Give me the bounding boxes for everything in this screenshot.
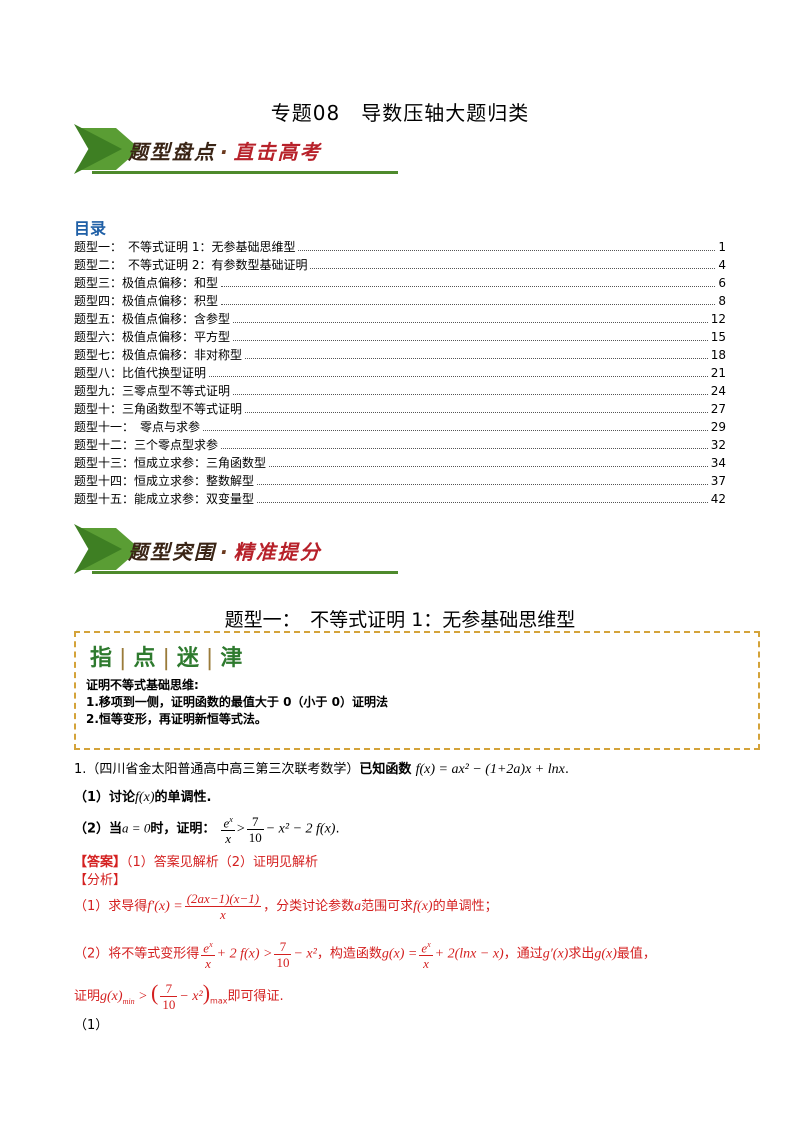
tip-char: 迷 <box>176 646 201 671</box>
banner-text-1: 题型突围 <box>128 540 216 564</box>
solution-start: （1） <box>74 1018 109 1033</box>
problem-statement: 1.（四川省金太阳普通高中高三第三次联考数学）已知函数 f(x) = ax² −… <box>74 762 569 777</box>
tips-content: 证明不等式基础思维: 1.移项到一侧，证明函数的最值大于 0（小于 0）证明法 … <box>86 677 388 728</box>
toc-item[interactable]: 题型二： 不等式证明 2：有参数型基础证明 4 <box>74 256 726 274</box>
toc-item[interactable]: 题型十二：三个零点型求参 32 <box>74 436 726 454</box>
toc-item-label: 题型八：比值代换型证明 <box>74 366 207 380</box>
analysis-tag: 【分析】 <box>74 873 127 888</box>
toc-item-label: 题型十四：恒成立求参：整数解型 <box>74 474 255 488</box>
toc-item-page: 18 <box>710 348 726 362</box>
document-title: 专题08 导数压轴大题归类 <box>270 101 530 125</box>
toc-item[interactable]: 题型七：极值点偏移：非对称型 18 <box>74 346 726 364</box>
answer-text: （1）答案见解析（2）证明见解析 <box>126 855 319 870</box>
toc-item-page: 15 <box>710 330 726 344</box>
toc-item-label: 题型九：三零点型不等式证明 <box>74 384 231 398</box>
toc-item-label: 题型十：三角函数型不等式证明 <box>74 402 243 416</box>
toc-leader <box>221 286 715 287</box>
toc-leader <box>221 304 715 305</box>
toc-item[interactable]: 题型十一： 零点与求参 29 <box>74 418 726 436</box>
toc-item[interactable]: 题型四：极值点偏移：积型 8 <box>74 292 726 310</box>
toc-item[interactable]: 题型十三：恒成立求参：三角函数型 34 <box>74 454 726 472</box>
banner-underline <box>92 171 398 174</box>
answer-tag: 【答案】 <box>74 855 127 870</box>
tip-char: 点 <box>133 646 158 671</box>
toc-item-page: 12 <box>710 312 726 326</box>
banner-text-2: 精准提分 <box>233 540 322 564</box>
toc-item-label: 题型一： 不等式证明 1：无参基础思维型 <box>74 240 296 254</box>
toc-leader <box>310 268 715 269</box>
toc-item-page: 32 <box>710 438 726 452</box>
toc-item-page: 27 <box>710 402 726 416</box>
toc-heading: 目录 <box>74 219 107 238</box>
toc-item-page: 42 <box>710 492 726 506</box>
toc-leader <box>245 412 708 413</box>
tips-box: 指|点|迷|津 证明不等式基础思维: 1.移项到一侧，证明函数的最值大于 0（小… <box>74 631 760 750</box>
tip-char: 津 <box>220 646 245 671</box>
tip-char: 指 <box>90 646 115 671</box>
toc-item-page: 8 <box>718 294 726 308</box>
toc-item-page: 1 <box>718 240 726 254</box>
analysis-line-1: （1）求导得f′(x) =(2ax−1)(x−1)x，分类讨论参数a范围可求f(… <box>74 891 498 922</box>
problem-given: 已知函数 <box>359 762 412 777</box>
toc-leader <box>233 340 708 341</box>
toc-item[interactable]: 题型五：极值点偏移：含参型 12 <box>74 310 726 328</box>
toc-leader <box>245 358 708 359</box>
toc-item-label: 题型二： 不等式证明 2：有参数型基础证明 <box>74 258 308 272</box>
section-banner-overview: 题型盘点·直击高考 <box>74 124 404 180</box>
tip-line: 证明不等式基础思维: <box>86 678 199 692</box>
toc-item[interactable]: 题型九：三零点型不等式证明 24 <box>74 382 726 400</box>
toc-leader <box>257 502 708 503</box>
tip-line: 2.恒等变形，再证明新恒等式法。 <box>86 712 267 726</box>
toc-item[interactable]: 题型一： 不等式证明 1：无参基础思维型 1 <box>74 238 726 256</box>
toc-item-page: 24 <box>710 384 726 398</box>
toc-item[interactable]: 题型三：极值点偏移：和型 6 <box>74 274 726 292</box>
toc-item[interactable]: 题型八：比值代换型证明 21 <box>74 364 726 382</box>
toc-item-label: 题型六：极值点偏移：平方型 <box>74 330 231 344</box>
toc-item-page: 21 <box>710 366 726 380</box>
question-1: （1）讨论f(x)的单调性. <box>74 790 212 805</box>
tip-line: 1.移项到一侧，证明函数的最值大于 0（小于 0）证明法 <box>86 695 388 709</box>
banner-text-2: 直击高考 <box>233 140 322 164</box>
toc-item[interactable]: 题型十五：能成立求参：双变量型 42 <box>74 490 726 508</box>
toc-item-page: 37 <box>710 474 726 488</box>
toc-item-label: 题型十三：恒成立求参：三角函数型 <box>74 456 267 470</box>
toc-item-label: 题型五：极值点偏移：含参型 <box>74 312 231 326</box>
toc-item-page: 29 <box>710 420 726 434</box>
problem-source: 1.（四川省金太阳普通高中高三第三次联考数学） <box>74 762 360 777</box>
toc-leader <box>233 394 708 395</box>
section-banner-breakthrough: 题型突围·精准提分 <box>74 524 404 580</box>
toc-item-label: 题型十一： 零点与求参 <box>74 420 201 434</box>
toc-item-label: 题型十五：能成立求参：双变量型 <box>74 492 255 506</box>
toc-leader <box>203 430 708 431</box>
banner-text-1: 题型盘点 <box>128 140 216 164</box>
banner-underline <box>92 571 398 574</box>
toc-leader <box>209 376 708 377</box>
tips-heading: 指|点|迷|津 <box>90 646 245 671</box>
toc-leader <box>298 250 715 251</box>
toc-item[interactable]: 题型六：极值点偏移：平方型 15 <box>74 328 726 346</box>
toc-item-page: 6 <box>718 276 726 290</box>
toc-item-page: 4 <box>718 258 726 272</box>
toc-leader <box>221 448 708 449</box>
toc-item-label: 题型十二：三个零点型求参 <box>74 438 219 452</box>
toc-item[interactable]: 题型十四：恒成立求参：整数解型 37 <box>74 472 726 490</box>
banner-dot: · <box>220 540 230 564</box>
toc-item-page: 34 <box>710 456 726 470</box>
toc-leader <box>233 322 708 323</box>
function-expression: f(x) = ax² − (1+2a)x + lnx <box>415 762 565 777</box>
toc-leader <box>269 466 708 467</box>
section-title: 题型一： 不等式证明 1：无参基础思维型 <box>224 609 576 631</box>
toc-item[interactable]: 题型十：三角函数型不等式证明 27 <box>74 400 726 418</box>
toc-item-label: 题型七：极值点偏移：非对称型 <box>74 348 243 362</box>
toc-item-label: 题型四：极值点偏移：积型 <box>74 294 219 308</box>
toc-leader <box>257 484 708 485</box>
toc-item-label: 题型三：极值点偏移：和型 <box>74 276 219 290</box>
answer-line: 【答案】（1）答案见解析（2）证明见解析 <box>74 851 318 870</box>
table-of-contents: 题型一： 不等式证明 1：无参基础思维型 1 题型二： 不等式证明 2：有参数型基础… <box>74 238 726 508</box>
banner-dot: · <box>220 140 230 164</box>
